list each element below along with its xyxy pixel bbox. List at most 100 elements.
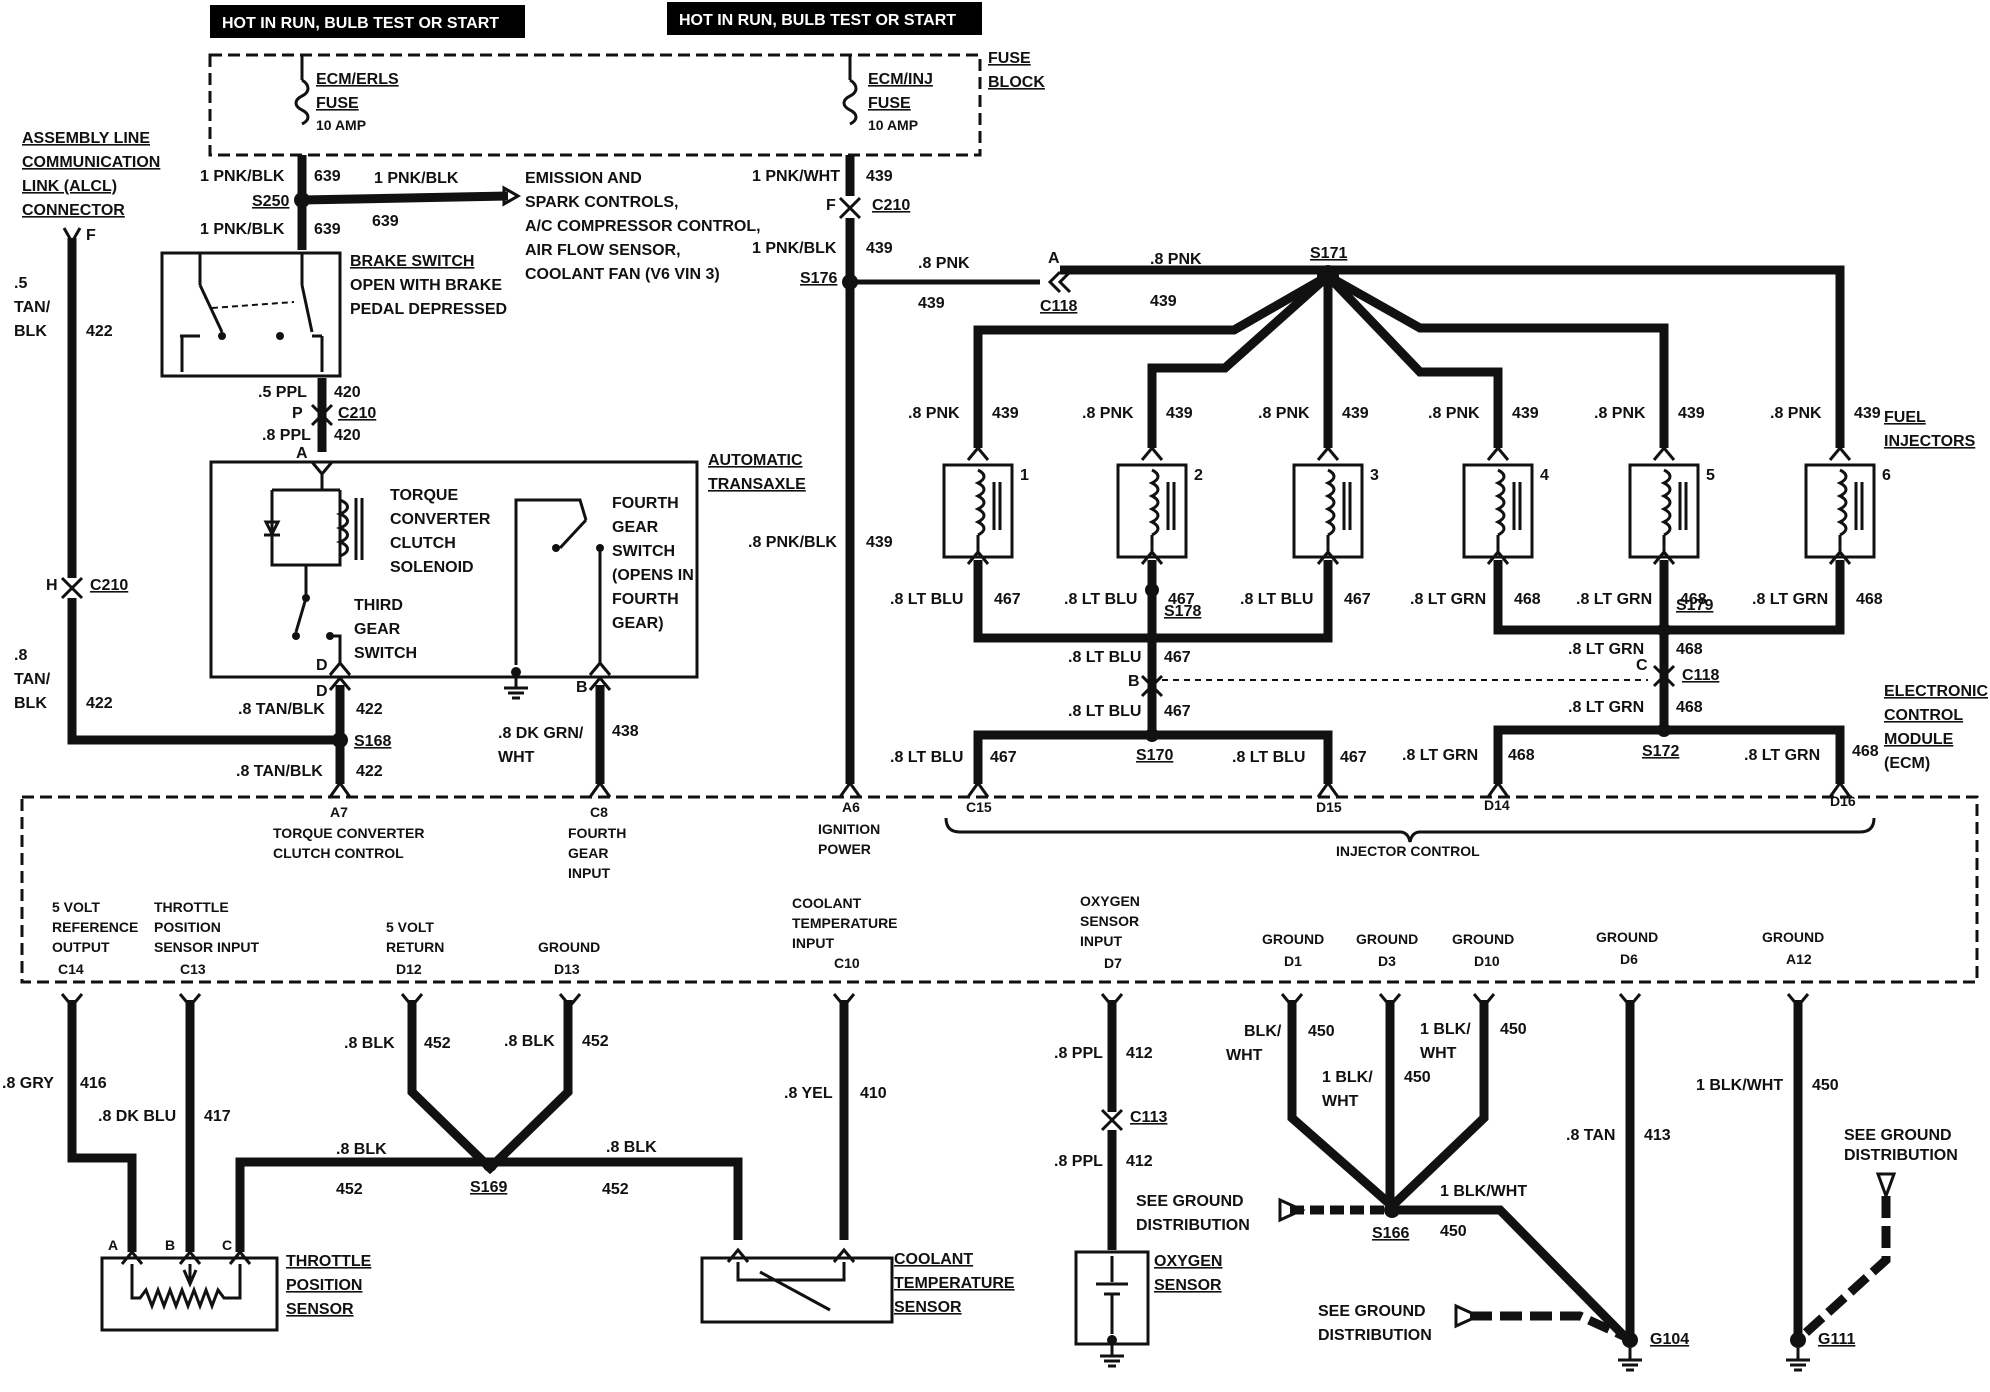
ground-label: G111 bbox=[1818, 1331, 1855, 1348]
wire-450-d1 bbox=[1287, 1000, 1395, 1210]
ecm-pin-desc: FOURTH bbox=[568, 825, 626, 841]
ecm-pin-desc: THROTTLE bbox=[154, 899, 229, 915]
ecm-pin-desc: GROUND bbox=[1596, 929, 1658, 945]
ecm-pin-desc: SENSOR bbox=[1080, 913, 1139, 929]
circuit-number: 452 bbox=[424, 1035, 451, 1052]
alcl-title: LINK (ALCL) bbox=[22, 178, 117, 195]
wire-label: .8 TAN/BLK bbox=[236, 763, 323, 780]
wire-label: .8 PNK/BLK bbox=[748, 534, 837, 551]
ecm-pin: D14 bbox=[1484, 797, 1510, 813]
alcl-title: COMMUNICATION bbox=[22, 154, 160, 171]
connector-label: C210 bbox=[90, 577, 128, 594]
injector-number: 5 bbox=[1706, 467, 1715, 484]
o2-title: SENSOR bbox=[1154, 1277, 1222, 1294]
circuit-number: 413 bbox=[1644, 1127, 1671, 1144]
wire-label: .8 PNK bbox=[908, 405, 960, 422]
circuit-number: 467 bbox=[1344, 591, 1371, 608]
alcl-pin: F bbox=[86, 227, 96, 244]
ecm-pin-desc: IGNITION bbox=[818, 821, 880, 837]
fuse-block-label: FUSE bbox=[988, 50, 1031, 67]
wire-416 bbox=[67, 1000, 137, 1252]
ecm-pin-desc: GROUND bbox=[1262, 931, 1324, 947]
ecm-pin: D13 bbox=[554, 961, 580, 977]
ecm-module bbox=[20, 795, 1979, 984]
splice-label: S179 bbox=[1676, 597, 1713, 614]
splice-label: S172 bbox=[1642, 743, 1679, 760]
fuse-label: FUSE bbox=[316, 95, 359, 112]
tps-pin: B bbox=[165, 1237, 175, 1253]
alcl-title: ASSEMBLY LINE bbox=[22, 130, 150, 147]
circuit-number: 468 bbox=[1856, 591, 1883, 608]
wire-639-branch bbox=[301, 191, 509, 205]
transaxle-title: AUTOMATIC bbox=[708, 452, 803, 469]
ecm-pin: D16 bbox=[1830, 793, 1856, 809]
wire-label: .8 LT BLU bbox=[890, 591, 963, 608]
automatic-transaxle bbox=[209, 460, 699, 679]
wire-452-return bbox=[407, 1000, 573, 1175]
wire-label: .8 LT GRN bbox=[1410, 591, 1486, 608]
ground-label: G104 bbox=[1650, 1331, 1689, 1348]
splice-label: S171 bbox=[1310, 245, 1347, 262]
wire-label: .8 LT BLU bbox=[890, 749, 963, 766]
banner-right-text: HOT IN RUN, BULB TEST OR START bbox=[679, 12, 956, 29]
wire-label: .8 LT GRN bbox=[1576, 591, 1652, 608]
fourth-gear-switch-label: FOURTH bbox=[612, 591, 679, 608]
tcc-solenoid-label: SOLENOID bbox=[390, 559, 474, 576]
connector-pin: H bbox=[46, 577, 58, 594]
wire-label: .8 GRY bbox=[2, 1075, 54, 1092]
circuit-number: 439 bbox=[1678, 405, 1705, 422]
ecm-pin-desc: INPUT bbox=[568, 865, 610, 881]
ecm-pin: C10 bbox=[834, 955, 860, 971]
branch-destination: SPARK CONTROLS, bbox=[525, 194, 678, 211]
third-gear-switch-label: GEAR bbox=[354, 621, 401, 638]
ecm-pin: D10 bbox=[1474, 953, 1500, 969]
connector-pin: D bbox=[316, 657, 328, 674]
wire-label: BLK bbox=[14, 323, 47, 340]
branch-destination: AIR FLOW SENSOR, bbox=[525, 242, 681, 259]
ecm-pin-desc: TEMPERATURE bbox=[792, 915, 898, 931]
connector-pin: P bbox=[292, 405, 303, 422]
injector-number: 6 bbox=[1882, 467, 1891, 484]
tps-pin: C bbox=[222, 1237, 232, 1253]
wire-label: .8 PPL bbox=[1054, 1045, 1103, 1062]
splice-label: S250 bbox=[252, 193, 289, 210]
circuit-number: 467 bbox=[990, 749, 1017, 766]
wire-label: TAN/ bbox=[14, 299, 51, 316]
ecm-pin-desc: COOLANT bbox=[792, 895, 862, 911]
ecm-pin: C8 bbox=[590, 804, 608, 820]
wire-label: .8 LT BLU bbox=[1232, 749, 1305, 766]
ecm-pin-desc: OXYGEN bbox=[1080, 893, 1140, 909]
wire-label: WHT bbox=[1226, 1047, 1263, 1064]
ecm-pin: D3 bbox=[1378, 953, 1396, 969]
wire-label: 1 PNK/BLK bbox=[200, 221, 285, 238]
ground-g104 bbox=[1622, 1332, 1638, 1348]
circuit-number: 450 bbox=[1308, 1023, 1335, 1040]
ecm-pin-desc: POSITION bbox=[154, 919, 221, 935]
wire-label: .8 PPL bbox=[1054, 1153, 1103, 1170]
ecm-pin-desc: GROUND bbox=[538, 939, 600, 955]
ecm-pin-desc: INPUT bbox=[1080, 933, 1122, 949]
connector-pin: A bbox=[296, 445, 308, 462]
tps-title: SENSOR bbox=[286, 1301, 354, 1318]
circuit-number: 452 bbox=[582, 1033, 609, 1050]
circuit-number: 439 bbox=[1512, 405, 1539, 422]
banner-left-text: HOT IN RUN, BULB TEST OR START bbox=[222, 15, 499, 32]
circuit-number: 439 bbox=[866, 168, 893, 185]
wire-label: .8 PNK bbox=[1258, 405, 1310, 422]
coolant-temperature-sensor bbox=[700, 1256, 894, 1324]
circuit-number: 417 bbox=[204, 1108, 231, 1125]
wire-422-bottom bbox=[67, 598, 340, 745]
see-ground-note: DISTRIBUTION bbox=[1844, 1147, 1958, 1164]
connector-pin: F bbox=[826, 197, 836, 214]
ecm-label: ELECTRONIC bbox=[1884, 683, 1988, 700]
circuit-number: 422 bbox=[356, 701, 383, 718]
circuit-number: 468 bbox=[1680, 591, 1707, 608]
wire-label: .8 LT GRN bbox=[1568, 699, 1644, 716]
connector-pin: D bbox=[316, 683, 328, 700]
injector-number: 3 bbox=[1370, 467, 1379, 484]
tps-pin: A bbox=[108, 1237, 118, 1253]
